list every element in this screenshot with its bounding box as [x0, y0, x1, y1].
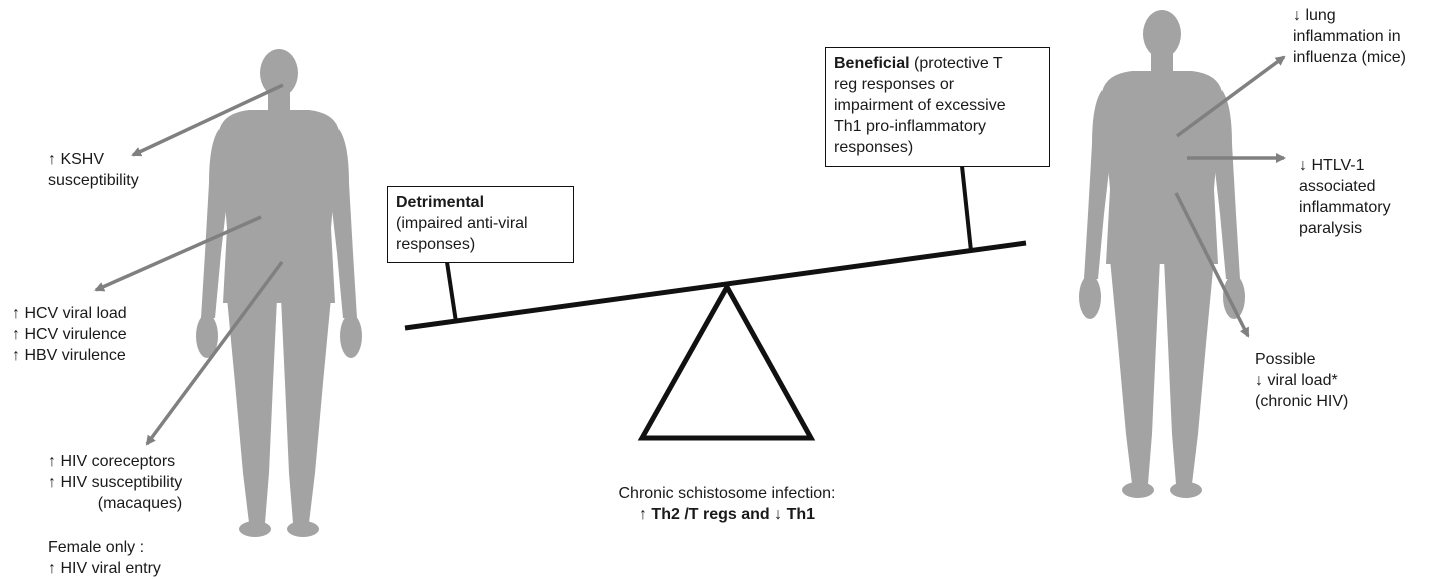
- detrimental-line: (impaired anti-viral: [396, 215, 528, 232]
- label-line: (chronic HIV): [1255, 393, 1349, 410]
- beneficial-line: impairment of excessive: [834, 97, 1006, 114]
- label-line: Female only :: [48, 539, 145, 556]
- beneficial-post: [960, 165, 973, 252]
- caption-line-1: Chronic schistosome infection:: [618, 485, 836, 502]
- beneficial-line: Th1 pro-inflammatory: [834, 118, 987, 135]
- label-line: ↑ HIV coreceptors: [48, 453, 176, 470]
- label-line: inflammatory: [1299, 199, 1391, 216]
- label-line: ↓ viral load*: [1255, 372, 1338, 389]
- label-line: ↓ lung: [1293, 7, 1336, 24]
- right-human-silhouette: [1079, 10, 1245, 498]
- label-line: ↑ HIV susceptibility: [48, 474, 183, 491]
- label-lung: ↓ lung inflammation in influenza (mice): [1293, 5, 1406, 68]
- label-line: (macaques): [97, 495, 183, 512]
- label-line: ↑ HBV virulence: [12, 347, 126, 364]
- label-line: paralysis: [1299, 220, 1363, 237]
- label-line: influenza (mice): [1293, 49, 1406, 66]
- label-female-only: Female only : ↑ HIV viral entry: [48, 537, 161, 579]
- label-hiv-load: Possible ↓ viral load* (chronic HIV): [1255, 349, 1348, 412]
- detrimental-line: responses): [396, 236, 476, 253]
- label-line: inflammation in: [1293, 28, 1401, 45]
- label-line: associated: [1299, 178, 1376, 195]
- beneficial-title: Beneficial: [834, 55, 910, 72]
- label-line: ↑ HIV viral entry: [48, 560, 161, 577]
- label-htlv: ↓ HTLV-1 associated inflammatory paralys…: [1299, 155, 1391, 239]
- beneficial-line: reg responses or: [834, 76, 955, 93]
- detrimental-box: Detrimental (impaired anti-viral respons…: [387, 186, 574, 263]
- beneficial-first-line: (protective T: [909, 55, 1003, 72]
- detrimental-post: [445, 261, 458, 323]
- arrow-hiv: [145, 260, 284, 446]
- label-line: Possible: [1255, 351, 1316, 368]
- seesaw-fulcrum: [637, 281, 816, 441]
- beneficial-box: Beneficial (protective T reg responses o…: [825, 47, 1050, 167]
- label-line: ↓ HTLV-1: [1299, 157, 1365, 174]
- beneficial-line: responses): [834, 139, 914, 156]
- caption-line-2: ↑ Th2 /T regs and ↓ Th1: [638, 506, 816, 523]
- arrow-hiv-load: [1174, 192, 1250, 338]
- label-line: susceptibility: [48, 172, 139, 189]
- label-hiv: ↑ HIV coreceptors ↑ HIV susceptibility (…: [48, 451, 232, 514]
- label-line: ↑ HCV virulence: [12, 326, 127, 343]
- label-line: ↑ HCV viral load: [12, 305, 127, 322]
- label-hcv-hbv: ↑ HCV viral load ↑ HCV virulence ↑ HBV v…: [12, 303, 127, 366]
- arrow-lung: [1175, 55, 1286, 138]
- arrow-hcv: [94, 215, 262, 292]
- arrow-kshv: [131, 83, 284, 157]
- caption: Chronic schistosome infection: ↑ Th2 /T …: [552, 483, 902, 525]
- detrimental-title: Detrimental: [396, 194, 485, 211]
- seesaw-beam: [404, 240, 1027, 331]
- label-kshv: ↑ KSHV susceptibility: [48, 149, 139, 191]
- label-line: ↑ KSHV: [48, 151, 105, 168]
